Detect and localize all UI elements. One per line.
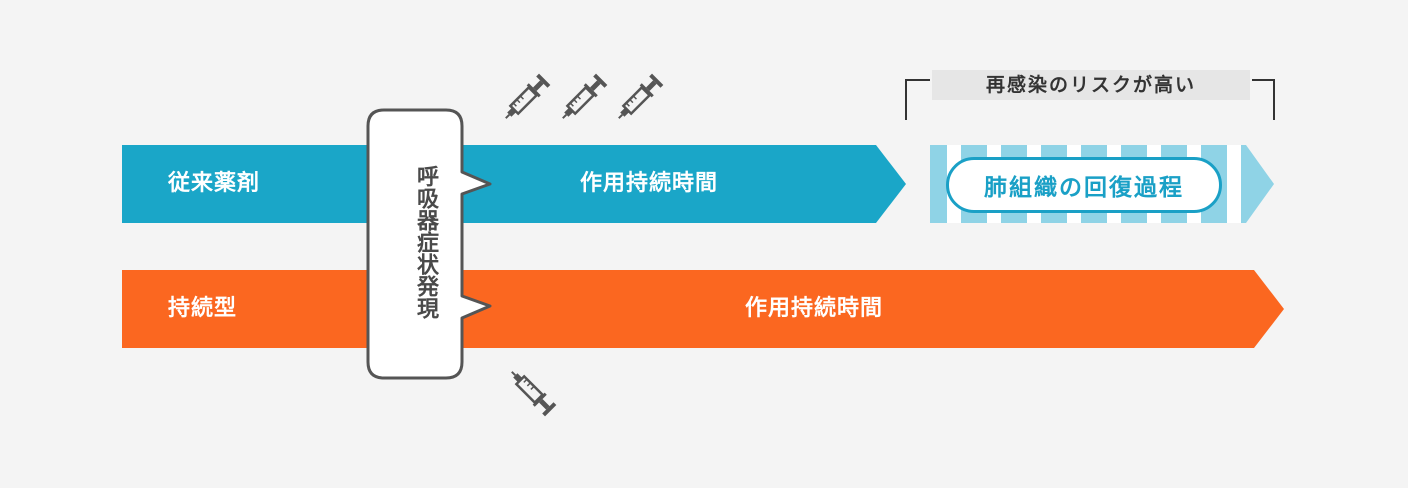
risk-label: 再感染のリスクが高い	[932, 70, 1250, 100]
recovery-label: 肺組織の回復過程	[946, 157, 1222, 213]
long-acting-arrow	[122, 270, 1284, 348]
syringe-icon	[504, 364, 558, 418]
conventional-duration-label: 作用持続時間	[580, 171, 719, 196]
syringe-icon	[611, 72, 665, 126]
onset-bubble-text: 呼吸器症状発現	[413, 165, 438, 319]
syringe-icon	[555, 72, 609, 126]
long-acting-duration-label: 作用持続時間	[745, 296, 884, 321]
conventional-label: 従来薬剤	[168, 171, 261, 196]
long-acting-label: 持続型	[168, 296, 238, 321]
onset-bubble	[366, 108, 492, 380]
syringe-icon	[498, 72, 552, 126]
conventional-arrow	[122, 145, 906, 223]
risk-bracket	[905, 79, 1275, 120]
